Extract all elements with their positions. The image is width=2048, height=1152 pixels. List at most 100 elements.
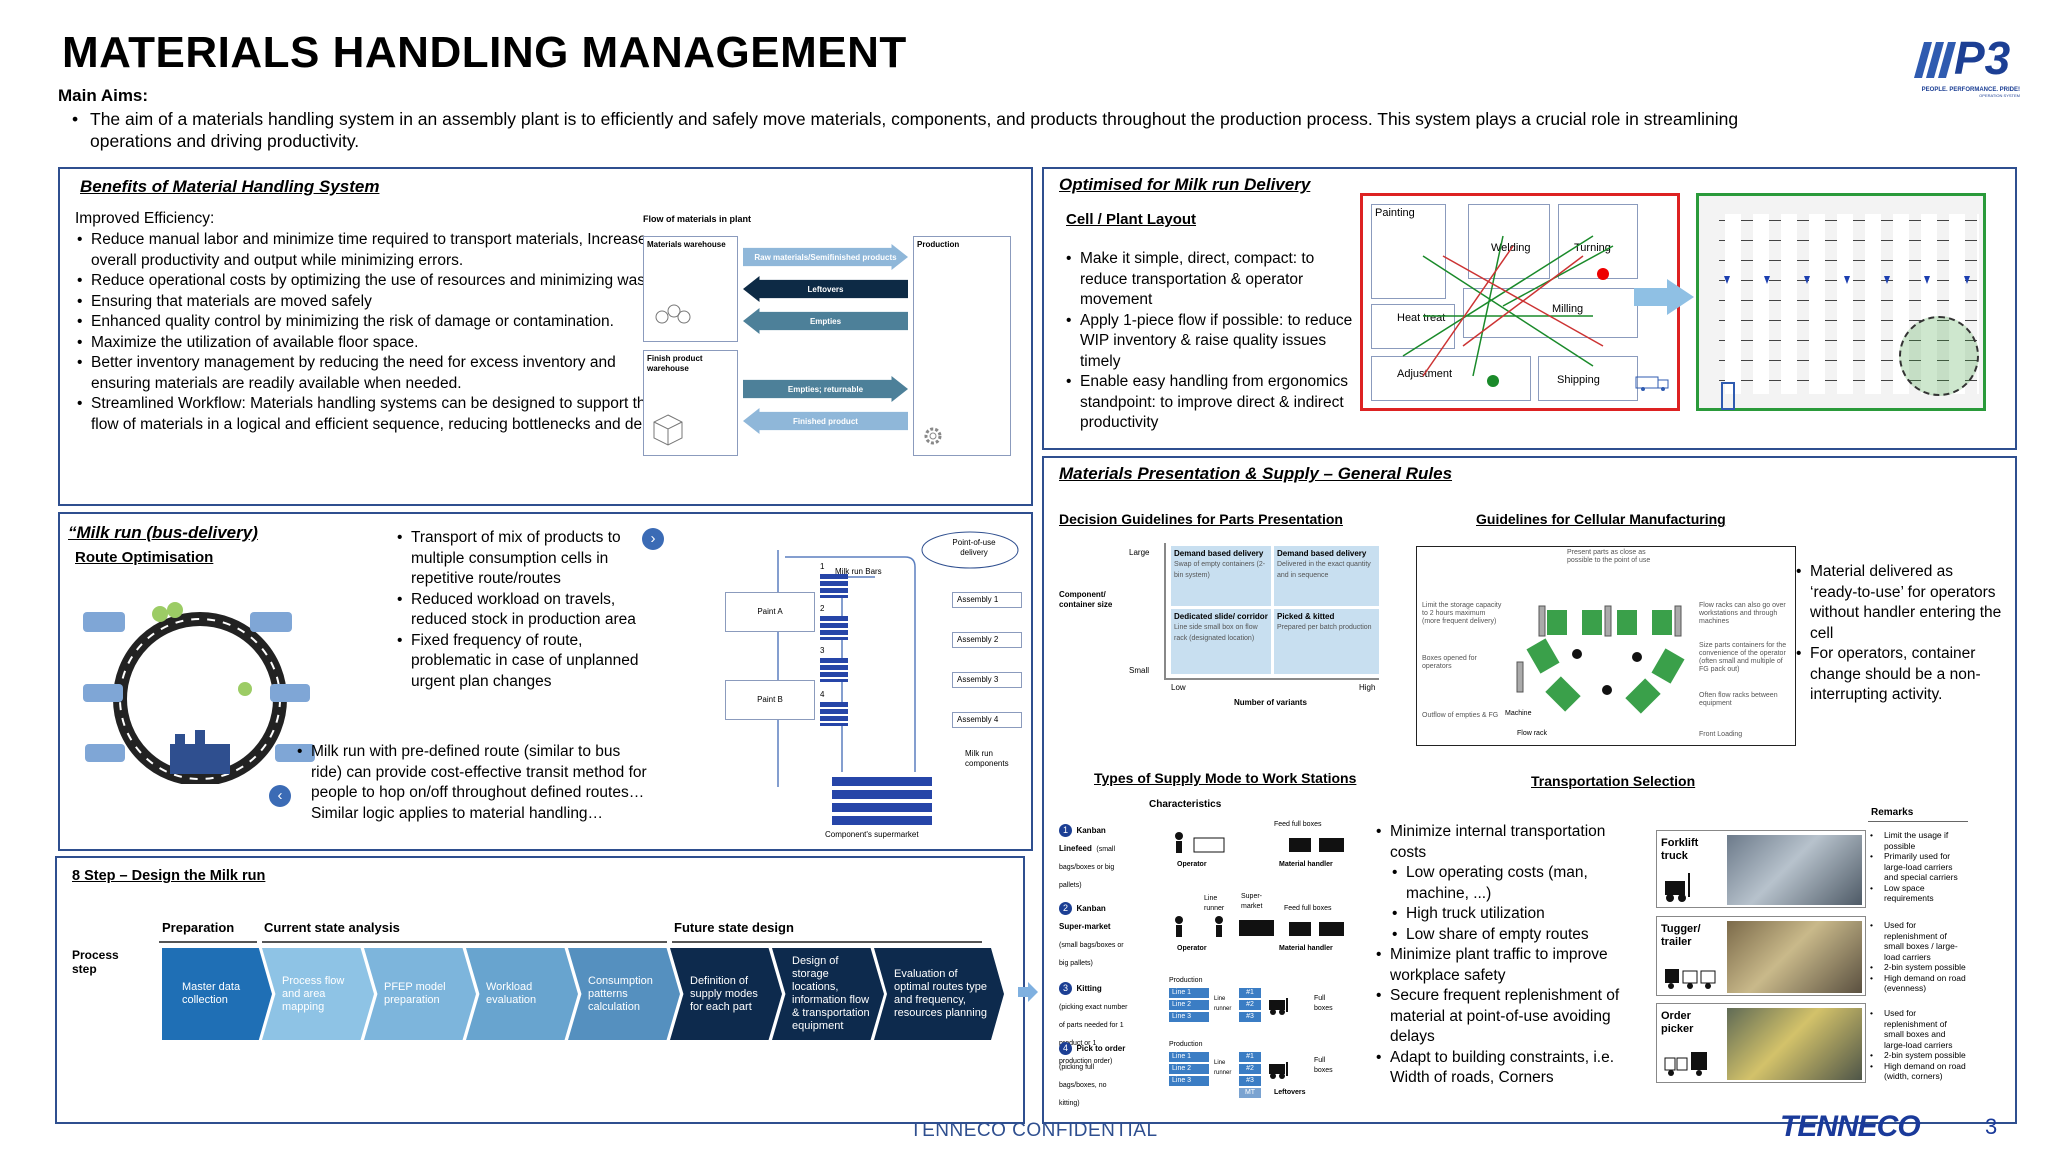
optimised-item: Make it simple, direct, compact: to redu… [1064,249,1364,311]
rack-2 [820,616,848,640]
num-3: 3 [820,646,825,655]
rack-3 [820,658,848,682]
cell-note-top: Present parts as close as possible to th… [1567,549,1651,564]
eight-step-heading: 8 Step – Design the Milk run [72,868,266,884]
cell-note-l1: Limit the storage capacity to 2 hours ma… [1422,602,1502,625]
cell-layout-title: Cell / Plant Layout [1066,211,1197,228]
delivery-markers [1724,276,1970,284]
bars-label: Milk run Bars [835,567,882,576]
order-picker-icon [1664,1052,1707,1076]
decision-ylabel: Component/ container size [1059,590,1113,609]
low-label: Low [1171,683,1186,692]
forklift-icon-4 [1269,1062,1288,1079]
transport-sub: Low operating costs (man, machine, ...) [1374,863,1629,904]
y-axis [1164,543,1166,678]
supply-modes: Characteristics 1 Kanban Linefeed (small… [1059,798,1359,1118]
full-label-4: Full boxes [1314,1057,1333,1074]
milkrun-bullet-2: Milk run with pre-defined route (similar… [295,742,650,824]
benefits-intro: Improved Efficiency: [75,210,215,227]
preparation-label: Preparation [162,920,235,935]
flow-title: Flow of materials in plant [643,214,752,224]
p3-sub: OPERATION SYSTEM [1979,93,2020,98]
paint-b-box: Paint B [725,680,815,720]
rack-4 [820,702,848,726]
process-step-label: Process step [72,948,119,976]
presentation-right-bullets: Material delivered as ‘ready-to-use’ for… [1794,562,2004,706]
num-1: 1 [820,562,825,571]
optimised-item: Apply 1-piece flow if possible: to reduc… [1064,311,1364,373]
optimised-layout-map [1696,193,1986,411]
production-label-3: Production [1169,977,1203,984]
operator-handler-icons-2 [1175,916,1344,937]
benefit-item: Streamlined Workflow: Materials handling… [75,394,675,435]
current-state-label: Current state analysis [264,920,400,935]
machine-label: Machine [1505,710,1532,717]
benefits-panel: Benefits of Material Handling System Imp… [58,167,1033,506]
num-4: 4 [820,690,825,699]
confidential-footer: TENNECO CONFIDENTIAL [910,1120,1158,1141]
feed-label-2: Feed full boxes [1284,905,1332,912]
full-label-3: Full boxes [1314,995,1333,1012]
feed-label-1: Feed full boxes [1274,821,1322,828]
cell-note-r3: Often flow racks between equipment [1699,692,1778,707]
assembly-3: Assembly 3 [952,672,1022,688]
optimised-heading: Optimised for Milk run Delivery [1059,175,1311,194]
eight-step-panel: 8 Step – Design the Milk run Preparation… [55,856,1025,1124]
paint-a-box: Paint A [725,592,815,632]
prev-arrow-button[interactable]: ‹ [269,785,291,807]
characteristics-label: Characteristics [1149,799,1222,810]
handler-label-1: Material handler [1279,861,1333,868]
pipes-icon [655,304,691,324]
small-label: Small [1129,666,1150,675]
milkrun-bullet: Reduced workload on travels, reduced sto… [395,590,640,631]
p3-logo-text: P3 [1954,32,2011,80]
p3-logo: P3 PEOPLE. PERFORMANCE. PRIDE! OPERATION… [1910,30,2020,98]
benefit-item: Maximize the utilization of available fl… [75,333,675,354]
arrow-leftovers: Leftovers [743,276,908,302]
runner-label-3: Line runner [1214,996,1232,1012]
flow-lines [1402,235,1614,387]
tags-3: #1 #2 #3 [1239,988,1261,1022]
next-arrow-button[interactable]: › [642,528,664,550]
supermarket-label-2: Super-market [1241,893,1263,910]
remarks-label: Remarks [1871,807,1914,818]
num-2: 2 [820,604,825,613]
arrow-raw-materials: Raw materials/Semifinished products [743,244,908,270]
cell-note-l2: Boxes opened for operators [1422,655,1477,670]
optimised-item: Enable easy handling from ergonomics sta… [1064,372,1364,434]
milkrun-bullets: Transport of mix of products to multiple… [395,528,640,692]
transport-bullet: Adapt to building constraints, i.e. Widt… [1374,1048,1629,1089]
remarks-line [1868,821,1968,822]
runner-label-4: Line runner [1214,1060,1232,1076]
order-picker-photo [1727,1008,1862,1080]
step-4: Workload evaluation [466,948,578,1040]
mode-1: 1 Kanban Linefeed (small bags/boxes or b… [1059,824,1116,889]
lines-3: Line 1 Line 2 Line 3 [1169,988,1209,1022]
rack-1 [820,574,848,598]
heat-treat-area: Heat treat [1371,304,1455,349]
presentation-bullet: For operators, container change should b… [1794,644,2004,706]
decision-xlabel: Number of variants [1234,698,1307,707]
flowrack-label: Flow rack [1517,730,1547,737]
pou-label: Point-of-use delivery [952,538,996,557]
forklift-icon [1665,873,1690,902]
optimised-panel: Optimised for Milk run Delivery Cell / P… [1042,167,2017,450]
step-5: Consumption patterns calculation [568,948,680,1040]
tugger-icon [1665,969,1716,989]
step-6: Definition of supply modes for each part [670,948,782,1040]
milkrun-heading: “Milk run (bus-delivery) [68,523,258,542]
handler-label-2: Material handler [1279,945,1333,952]
arrow-empties: Empties [743,308,908,334]
presentation-bullet: Material delivered as ‘ready-to-use’ for… [1794,562,2004,644]
order-picker-notes: Used for replenishment of small boxes an… [1868,1008,1968,1082]
cell-note-l3: Outflow of empties & FG [1422,712,1499,719]
truck-icon [1635,376,1669,391]
transport-title: Transportation Selection [1531,773,1696,789]
future-line [672,941,982,943]
presentation-panel: Materials Presentation & Supply – Genera… [1042,456,2017,1124]
decision-title: Decision Guidelines for Parts Presentati… [1059,511,1343,527]
cell-note-r2: Size parts containers for the convenienc… [1699,642,1787,673]
milkrun-bullet: Transport of mix of products to multiple… [395,528,640,590]
connector-arrow [1018,982,1038,1002]
